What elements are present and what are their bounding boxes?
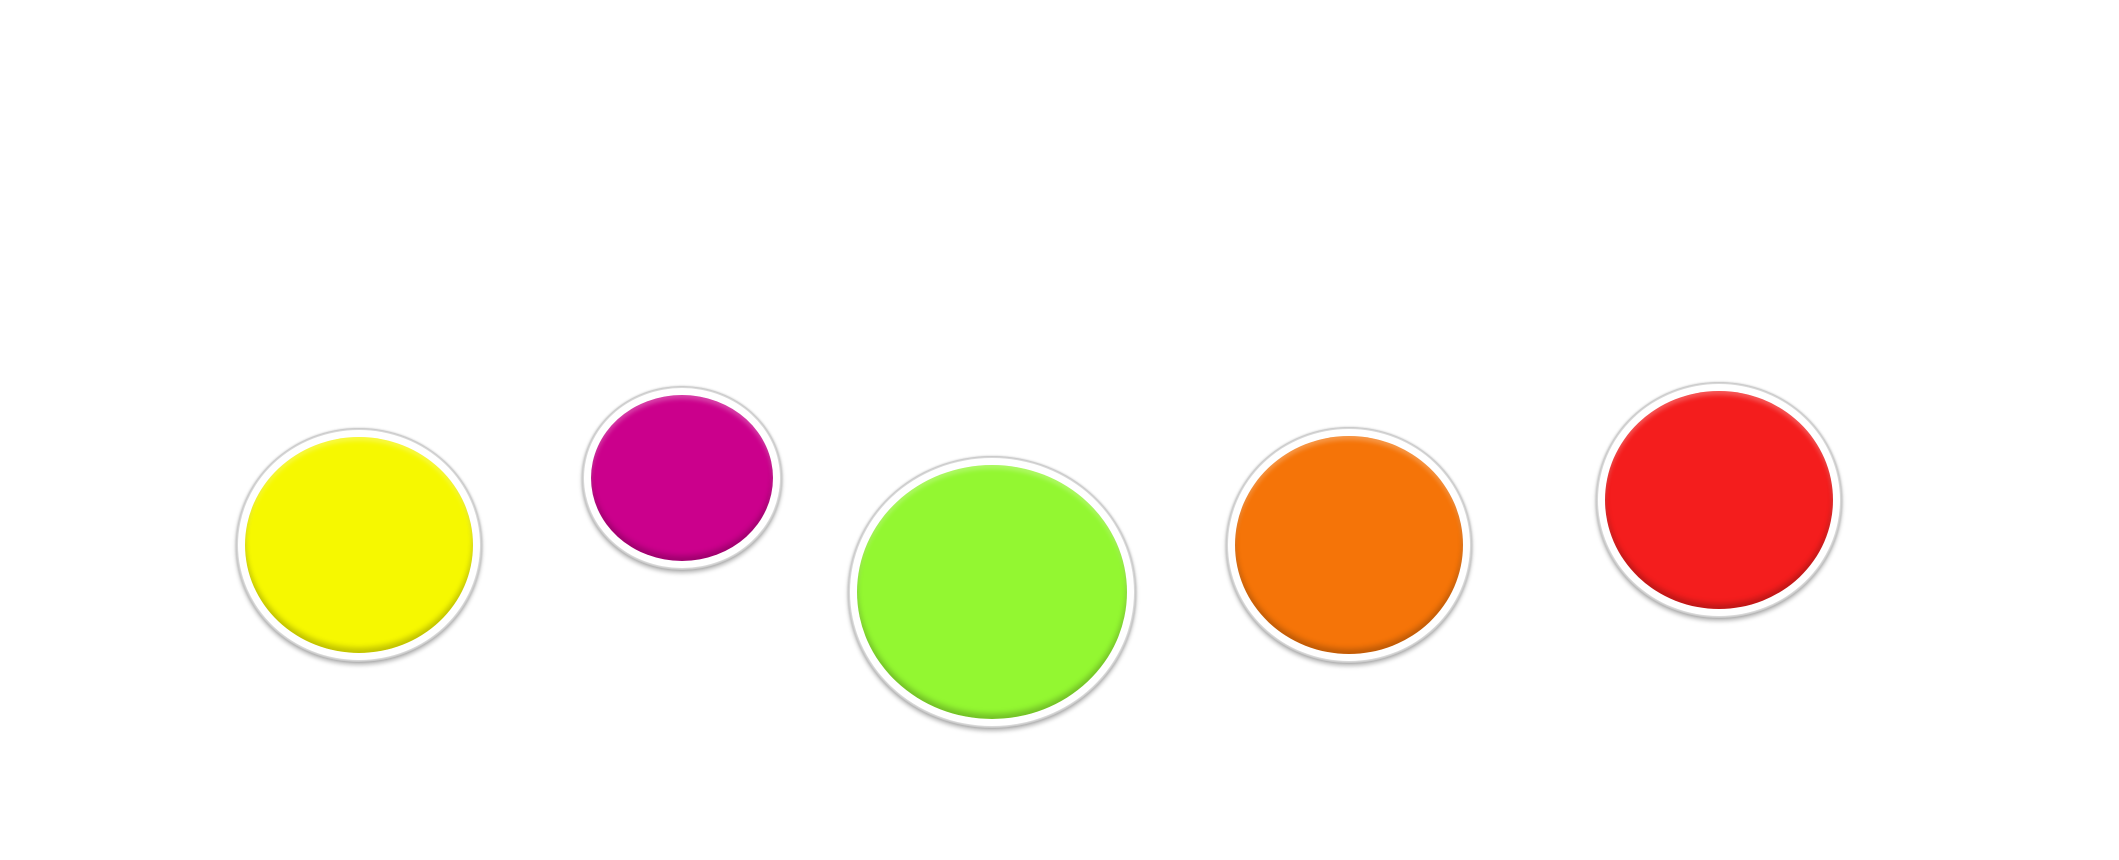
- yellow-disc-fill: [245, 437, 473, 653]
- red-disc-fill: [1605, 391, 1833, 609]
- magenta-disc[interactable]: [582, 386, 782, 570]
- green-disc[interactable]: [848, 456, 1136, 728]
- orange-disc-fill: [1235, 436, 1463, 654]
- orange-disc[interactable]: [1226, 427, 1472, 663]
- yellow-disc[interactable]: [236, 428, 482, 662]
- green-disc-fill: [857, 465, 1127, 719]
- red-disc[interactable]: [1596, 382, 1842, 618]
- magenta-disc-fill: [591, 395, 773, 561]
